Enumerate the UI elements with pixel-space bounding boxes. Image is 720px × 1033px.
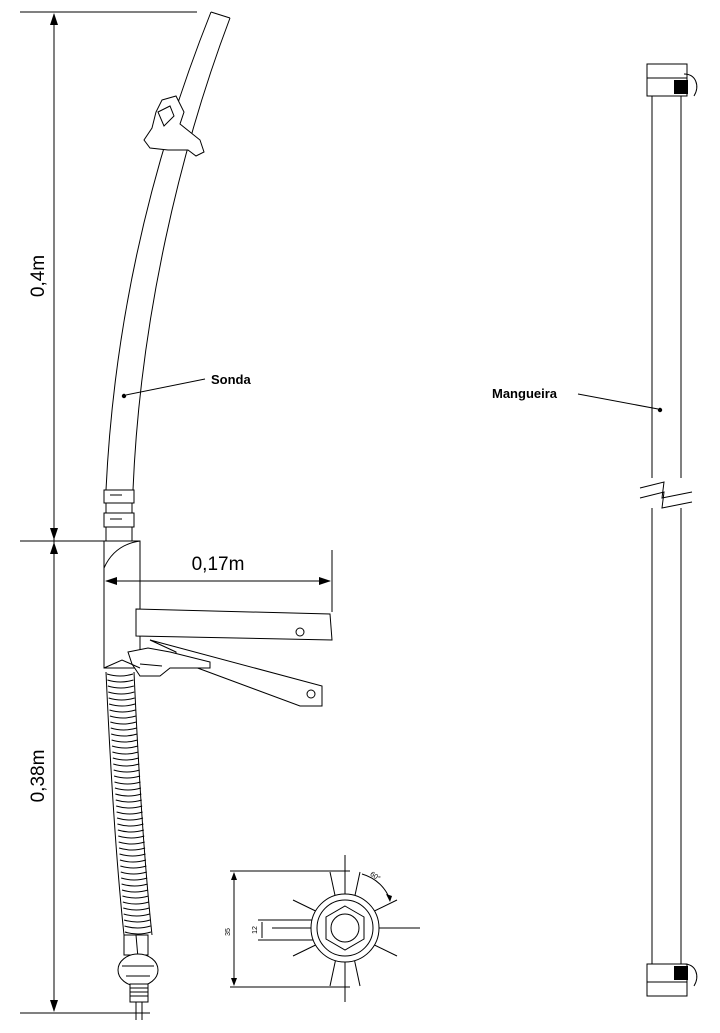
hose-label-group: Mangueira (492, 386, 663, 413)
hose-rib (121, 877, 148, 881)
hose-rib (111, 739, 138, 743)
detail-angle-label: 60° (369, 870, 382, 883)
detail-inner-label: 12 (252, 926, 259, 934)
dimension-top-label: 0,4m (28, 255, 49, 297)
hose-rib (119, 859, 147, 863)
hose-label: Mangueira (492, 386, 558, 401)
hose-rib (109, 709, 136, 713)
hose-rib (106, 673, 134, 677)
hose-rib (111, 745, 139, 749)
hose-rib (112, 757, 139, 761)
hose-rib (112, 751, 139, 755)
hose-rib (118, 841, 145, 845)
dimension-bottom-label: 0,38m (28, 750, 49, 803)
hose-rib (110, 727, 137, 731)
gun-body (103, 540, 333, 707)
probe-label-group: Sonda (121, 372, 251, 399)
hose-rib (107, 679, 134, 683)
hose-rib (115, 799, 142, 803)
hose-rib (118, 847, 146, 851)
hose-rib (119, 853, 146, 857)
hose-rib (122, 901, 149, 905)
straight-hose (639, 63, 698, 997)
hose-rib (113, 763, 140, 767)
probe-tube (103, 11, 231, 542)
section-detail: 35 12 60° (225, 855, 420, 1002)
hose-rib (113, 769, 140, 773)
hose-rib (123, 913, 150, 917)
detail-height-label: 35 (225, 928, 232, 936)
hose-rib (109, 715, 137, 719)
dimension-horizontal-label: 0,17m (192, 554, 245, 575)
hose-rib (117, 823, 144, 827)
hose-rib (114, 781, 141, 785)
hose-rib (122, 895, 149, 899)
hose-rib (115, 793, 142, 797)
hose-rib (108, 697, 135, 701)
hose-rib (116, 817, 144, 821)
hose-rib (108, 691, 135, 695)
hose-rib (124, 931, 152, 935)
horizontal-dimension: 0,17m (105, 550, 333, 612)
hose-rib (111, 733, 138, 737)
hose-rib (116, 805, 143, 809)
hose-rib (124, 925, 151, 929)
hose-rib (116, 811, 143, 815)
vertical-dimension: 0,4m 0,38m (20, 11, 197, 1014)
corrugated-hose (105, 671, 153, 936)
hose-rib (108, 703, 136, 707)
hose-rib (113, 775, 141, 779)
hose-rib (110, 721, 137, 725)
hose-connector (117, 934, 159, 1020)
hose-rib (121, 883, 148, 887)
hose-rib (107, 685, 134, 689)
hose-rib (117, 829, 144, 833)
hose-rib (120, 871, 147, 875)
hose-rib (120, 865, 147, 869)
hose-rib (123, 907, 150, 911)
hose-rib (118, 835, 145, 839)
probe-label: Sonda (211, 372, 251, 387)
hose-rib (121, 889, 149, 893)
hose-rib (123, 919, 151, 923)
hose-rib (114, 787, 142, 791)
